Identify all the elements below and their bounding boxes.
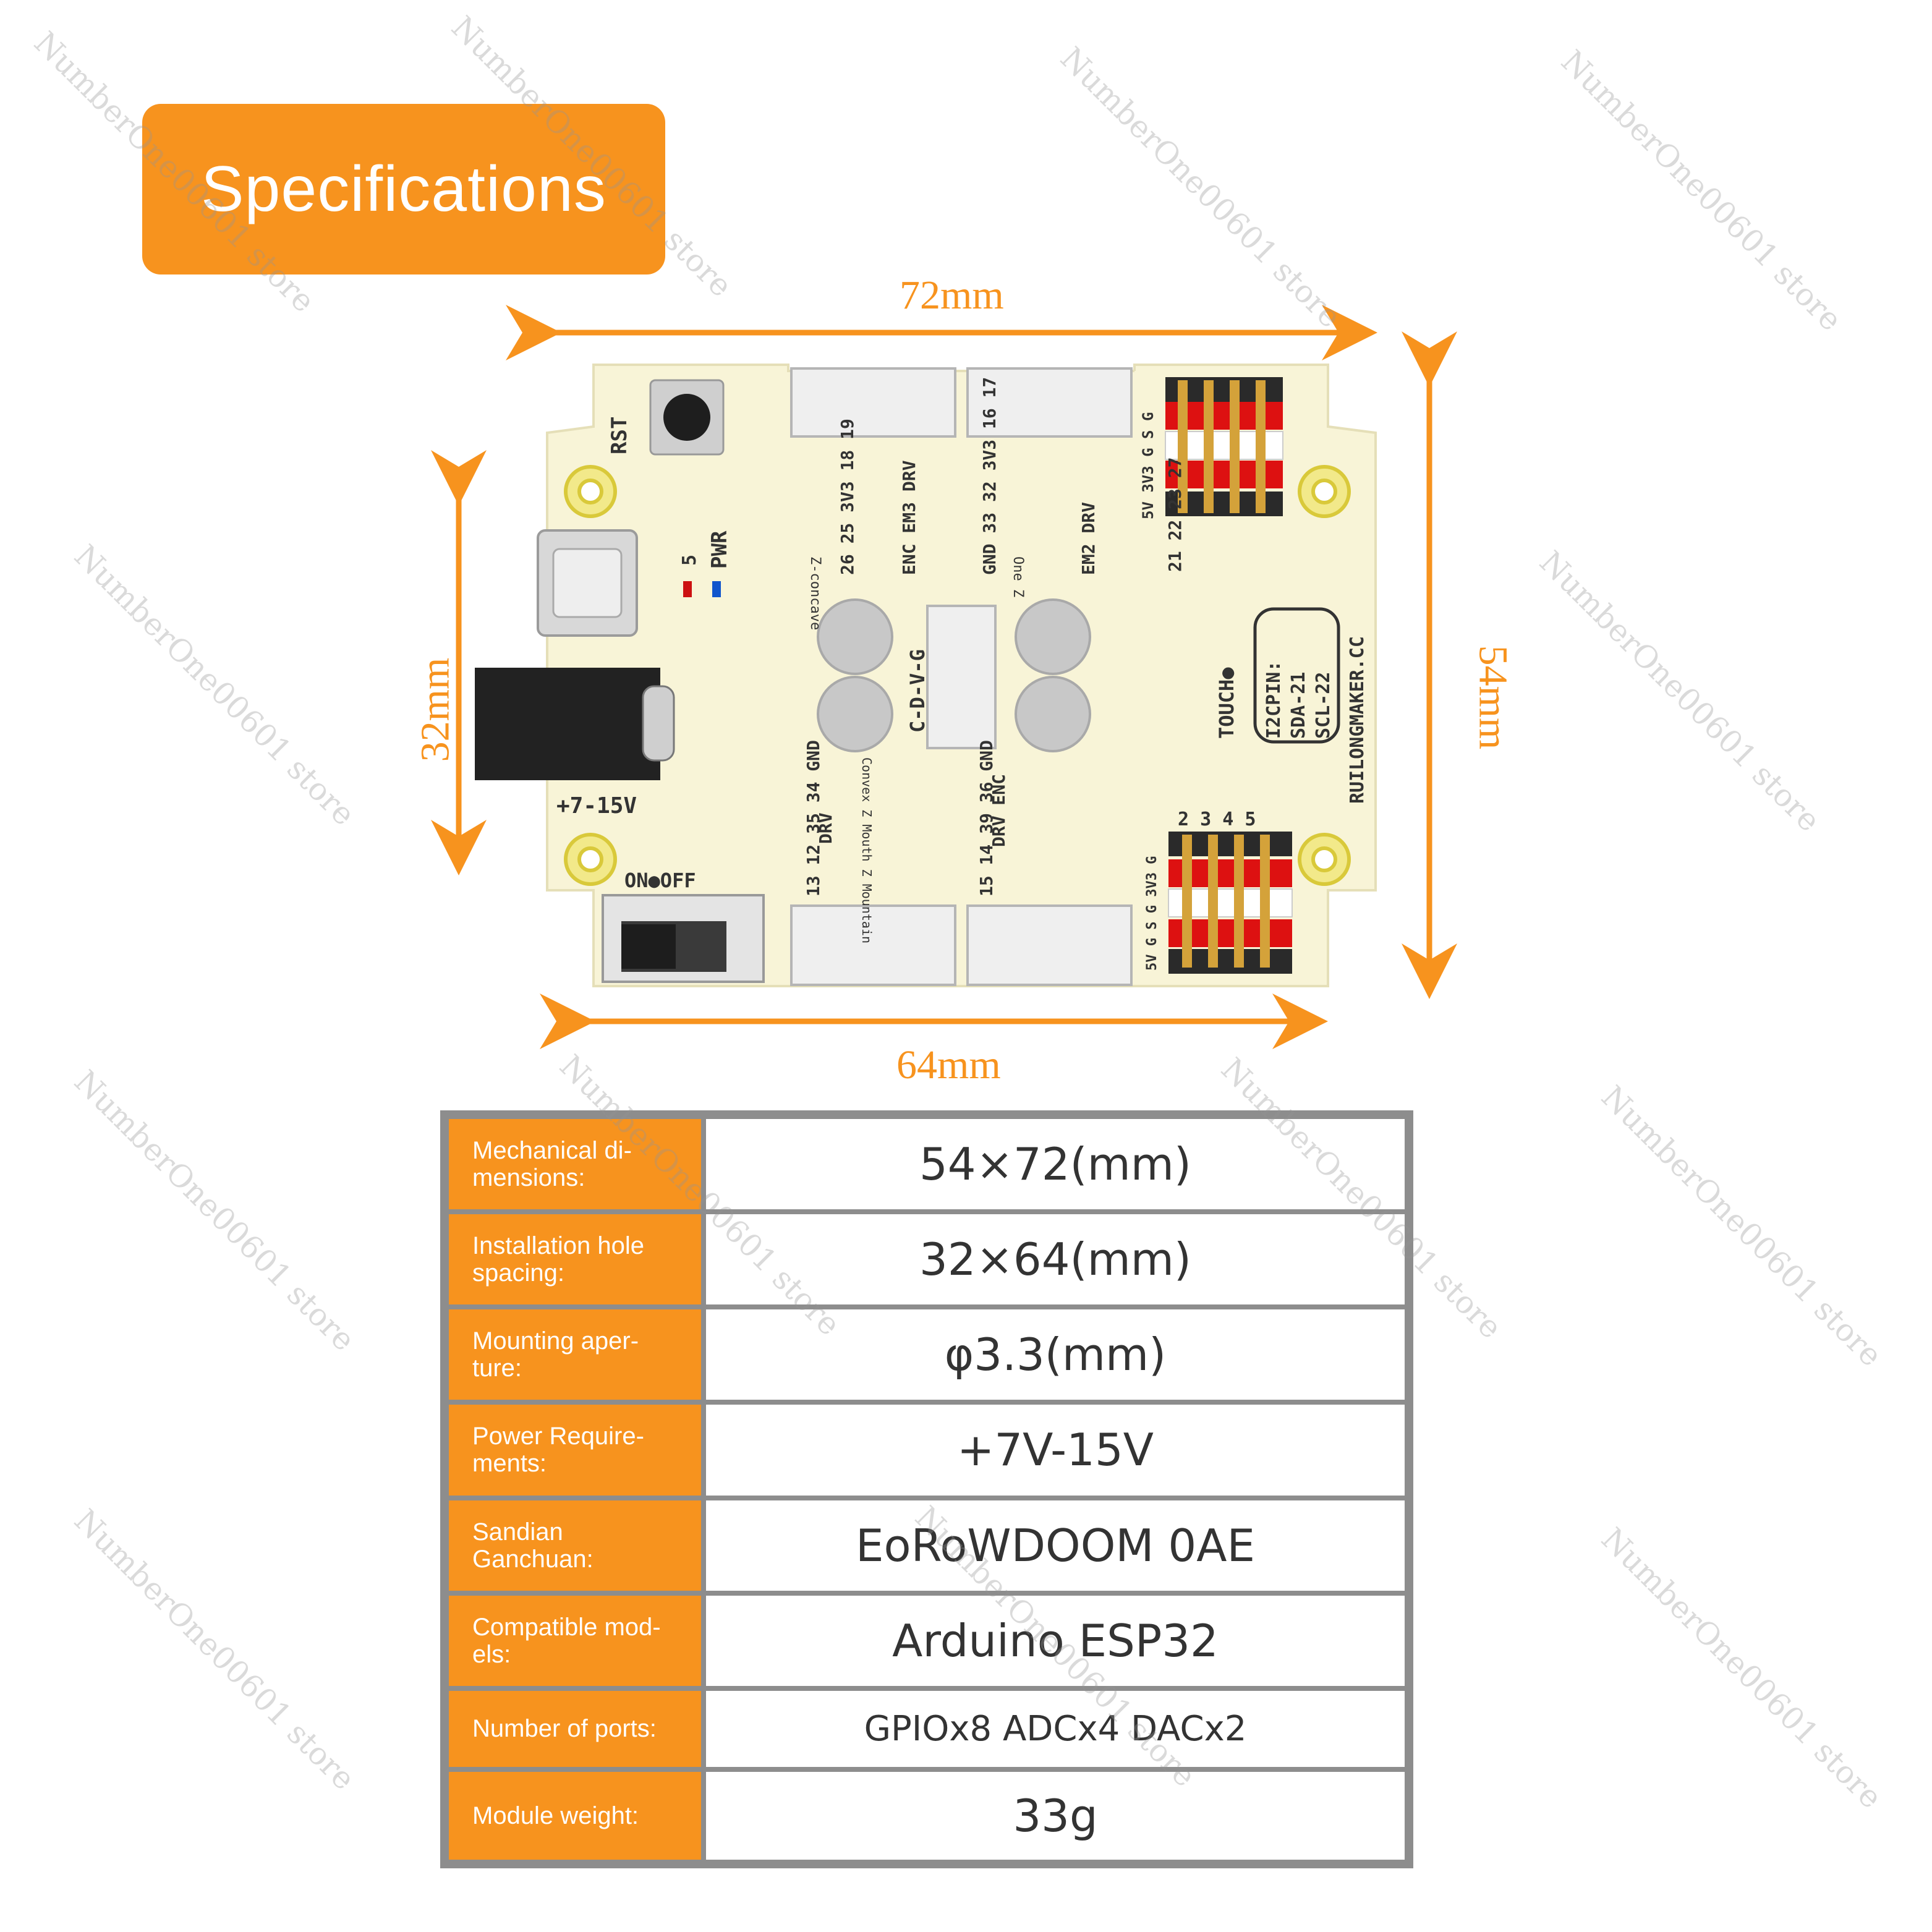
tc-side-label: One Z [1010, 556, 1026, 597]
watermark: NumberOne00601 store [67, 1502, 362, 1797]
spec-value: EoRoWDOOM 0AE [706, 1500, 1405, 1591]
dc-label: +7-15V [556, 793, 637, 819]
bc-top-label: DRV ENC [989, 774, 1009, 847]
cdvg-label: C-D-V-G [906, 649, 929, 733]
spec-value: Arduino ESP32 [706, 1595, 1405, 1686]
watermark: NumberOne00601 store [1594, 1079, 1889, 1374]
dim-bottom-label: 64mm [896, 1042, 1001, 1087]
pin-header-bottom [1168, 832, 1293, 974]
i2c-scl: SCL-22 [1313, 672, 1334, 739]
spec-value: 33g [706, 1771, 1405, 1860]
tc-bot-label: EM2 DRV [1078, 502, 1099, 575]
tl-bot-label: ENC EM3 DRV [899, 460, 919, 575]
spec-value: φ3.3(mm) [706, 1309, 1405, 1400]
i2c-title: I2CPIN: [1263, 661, 1285, 739]
spec-label: Installation hole spacing: [449, 1214, 701, 1305]
brand-label: RUILONGMAKER.CC [1347, 636, 1368, 804]
capacitors [817, 598, 1091, 752]
dim-top-label: 72mm [900, 273, 1004, 318]
watermark: NumberOne00601 store [67, 1063, 362, 1358]
tc-top-label: GND 33 32 3V3 16 17 [979, 377, 1000, 575]
dim-left-label: 32mm [412, 657, 458, 762]
spec-table: Mechanical di- mensions: 54×72(mm) Insta… [440, 1110, 1413, 1868]
right-top-label: 21 22 23 27 [1165, 457, 1185, 572]
spec-value: 32×64(mm) [706, 1214, 1405, 1305]
spec-label: Module weight: [449, 1771, 701, 1860]
center-connector [926, 605, 997, 749]
switch-label: ON●OFF [624, 869, 696, 892]
title-badge: Specifications [142, 104, 665, 274]
right-cols-bottom-label: 5V G S G 3V3 G [1144, 856, 1160, 971]
pin-header-top [1134, 371, 1289, 519]
spec-value: +7V-15V [706, 1405, 1405, 1496]
usb-c-port [537, 529, 638, 637]
bl-bot-label: 13 12 35 34 GND [803, 740, 823, 896]
rst-label: RST [607, 417, 632, 454]
right-cols-label: 5V 3V3 G S G [1139, 412, 1157, 519]
spec-label: Sandian Ganchuan: [449, 1500, 701, 1591]
spec-label: Mounting aper- ture: [449, 1309, 701, 1400]
reset-button [649, 379, 725, 456]
spec-label: Power Require- ments: [449, 1405, 701, 1496]
bc-bot-label: 15 14 39 36 GND [976, 740, 997, 896]
i2c-sda: SDA-21 [1288, 672, 1309, 739]
connectors-top [790, 367, 1133, 438]
tl-top-label: 26 25 3V3 18 19 [837, 419, 857, 575]
led-blue [712, 581, 721, 597]
pwr-label: PWR [707, 530, 732, 569]
spec-label: Number of ports: [449, 1690, 701, 1767]
spec-value: 54×72(mm) [706, 1119, 1405, 1210]
connectors-bottom [790, 904, 1133, 986]
touch-label: TOUCH● [1215, 667, 1238, 739]
power-switch [602, 894, 765, 983]
watermark: NumberOne00601 store [1594, 1521, 1889, 1816]
spec-value: GPIOx8 ADCx4 DACx2 [706, 1690, 1405, 1767]
bl-top-label: DRV [815, 812, 836, 844]
bl-side-label: Convex Z Mouth Z Mountain [859, 757, 874, 943]
right-bottom-nums: 2 3 4 5 [1178, 809, 1256, 830]
dc-jack [475, 668, 675, 780]
dim-right-label: 54mm [1470, 645, 1516, 750]
dimension-arrows [431, 305, 1457, 1049]
spec-label: Mechanical di- mensions: [449, 1119, 701, 1210]
tl-side-label: Z-concave [807, 556, 823, 630]
i2c-box [1253, 607, 1340, 744]
mounting-holes [564, 465, 1351, 886]
spec-label: Compatible mod- els: [449, 1595, 701, 1686]
pwr-num-label: 5 [679, 555, 700, 566]
led-red [683, 581, 692, 597]
page-title: Specifications [201, 153, 606, 225]
board-diagram: RST PWR 5 +7-15V ON●OFF TOUCH● RUILONGMA… [431, 305, 1457, 1049]
